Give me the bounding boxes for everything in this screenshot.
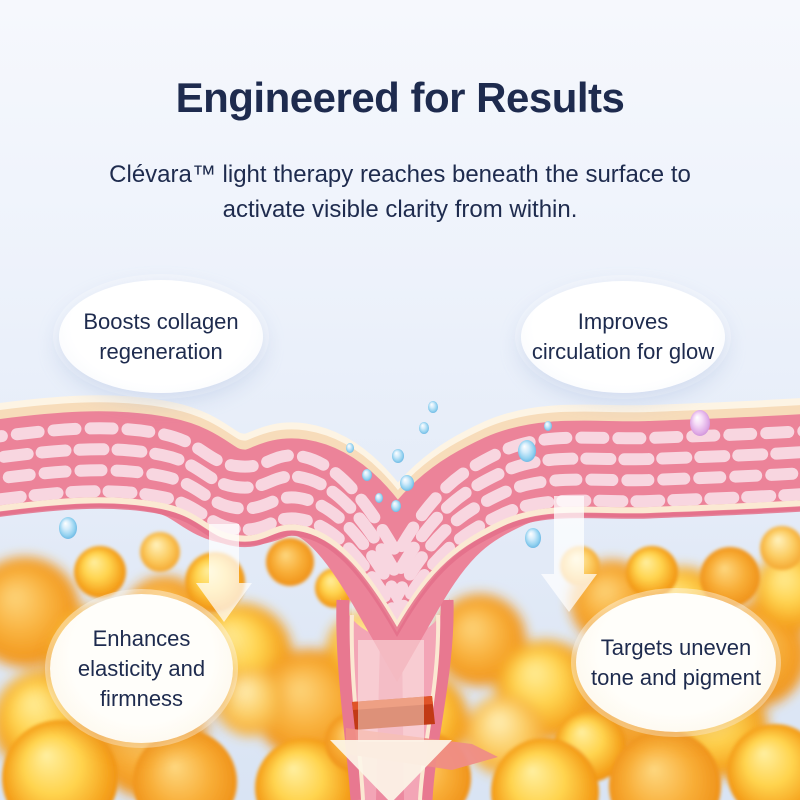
arrows: [196, 496, 597, 800]
page-title: Engineered for Results: [175, 74, 625, 121]
blue-droplet-icon: [428, 401, 438, 413]
arrow-down-left-icon: [196, 524, 252, 622]
blue-droplet-icon: [392, 449, 404, 463]
subtitle-line-2: activate visible clarity from within.: [222, 196, 578, 223]
page-subtitle: Clévara™ light therapy reaches beneath t…: [0, 157, 800, 227]
callout-line: Boosts collagen: [83, 308, 239, 334]
callout-targets-tone: Targets uneven tone and pigment: [576, 593, 776, 732]
callout-line: circulation for glow: [531, 339, 715, 364]
blue-droplet-icon: [375, 493, 383, 503]
blue-droplet-icon: [525, 528, 541, 548]
blue-droplet-icon: [362, 469, 372, 481]
droplets: [59, 401, 710, 548]
arrow-down-center-shaft: [358, 640, 424, 742]
blue-droplet-icon: [391, 500, 401, 512]
subtitle-line-1: Clévara™ light therapy reaches beneath t…: [109, 161, 691, 188]
blue-droplet-icon: [400, 475, 414, 491]
callout-line: Enhances: [92, 625, 191, 651]
callout-boosts-collagen: Boosts collagen regeneration: [59, 280, 263, 393]
blue-droplet-icon: [544, 421, 552, 431]
blue-droplet-icon: [59, 517, 77, 539]
callout-line: tone and pigment: [590, 664, 762, 690]
callout-line: Targets uneven: [600, 634, 752, 660]
blue-droplet-icon: [346, 443, 354, 453]
callout-line: firmness: [99, 685, 184, 711]
arrow-down-center-icon: [330, 740, 452, 800]
callout-line: elasticity and: [77, 655, 206, 681]
blue-droplet-icon: [419, 422, 429, 434]
callout-line: Improves: [577, 309, 669, 334]
callout-improves-circulation: Improves circulation for glow: [521, 281, 725, 393]
callout-line: regeneration: [99, 338, 223, 364]
arrow-down-right-icon: [541, 496, 597, 612]
pink-droplet-icon: [690, 410, 710, 436]
blue-droplet-icon: [518, 440, 536, 462]
callout-enhances-elasticity: Enhances elasticity and firmness: [50, 594, 233, 743]
